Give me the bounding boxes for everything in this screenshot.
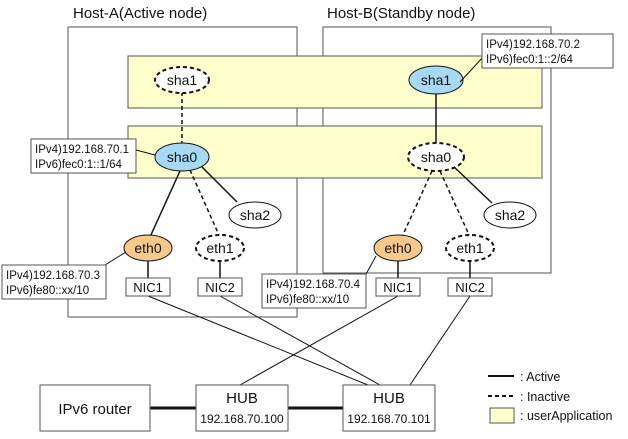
- ipv6-router-box: [39, 384, 151, 432]
- callout-leader-b-eth0: [364, 255, 377, 277]
- a-nic2-label: NIC2: [205, 280, 235, 295]
- callout-b-sha1-ipv4: IPv4)192.168.70.2: [486, 39, 580, 51]
- cable-b-nic2-hub2: [409, 295, 471, 386]
- hub2-label: HUB: [373, 390, 405, 407]
- callout-leader-a-sha0: [135, 149, 156, 156]
- hub2-box: [342, 384, 436, 432]
- callout-a-eth0-ipv6: IPv6)fe80::xx/10: [6, 285, 89, 297]
- callout-a-eth0: IPv4)192.168.70.3 IPv6)fe80::xx/10: [1, 264, 107, 300]
- host-b-title: Host-B(Standby node): [327, 5, 475, 22]
- cable-a-nic1-hub2: [147, 295, 369, 386]
- legend: : Active : Inactive : userApplication: [488, 370, 612, 424]
- callout-a-sha0: IPv4)192.168.70.1 IPv6)fec0:1::1/64: [30, 138, 137, 174]
- callout-a-eth0-ipv4: IPv4)192.168.70.3: [6, 270, 100, 282]
- callout-leader-b-sha1: [459, 55, 485, 83]
- b-sha1-node: [408, 65, 464, 95]
- callout-leader-a-eth0: [104, 251, 127, 266]
- callout-b-eth0: IPv4)192.168.70.4 IPv6)fe80::xx/10: [261, 273, 367, 309]
- cable-a-nic2-hub2: [219, 295, 381, 386]
- callout-a-sha0-ipv6: IPv6)fec0:1::1/64: [35, 159, 123, 171]
- callout-b-eth0-ipv6: IPv6)fe80::xx/10: [266, 294, 349, 306]
- legend-userapplication-swatch: [489, 407, 515, 424]
- a-eth0-node: [123, 234, 173, 262]
- line-b-sha0-sha2: [451, 164, 493, 204]
- a-sha1-node: [154, 66, 210, 94]
- line-a-sha0-eth0: [149, 170, 181, 238]
- legend-userapplication-label: : userApplication: [520, 409, 612, 423]
- b-eth0-node: [373, 234, 423, 262]
- host-a-title: Host-A(Active node): [73, 5, 207, 22]
- a-nic1-box: [125, 277, 171, 297]
- a-sha0-label: sha0: [167, 149, 198, 165]
- b-eth1-node: [445, 234, 495, 262]
- b-eth0-label: eth0: [384, 240, 411, 256]
- cable-b-nic1-hub1: [239, 295, 399, 386]
- a-sha1-label: sha1: [167, 72, 198, 88]
- callout-a-sha0-ipv4: IPv4)192.168.70.1: [35, 144, 129, 156]
- b-nic1-label: NIC1: [383, 280, 413, 295]
- hub2-ip: 192.168.70.101: [347, 412, 431, 426]
- legend-active-label: : Active: [520, 370, 560, 384]
- a-eth0-label: eth0: [134, 240, 161, 256]
- hub1-label: HUB: [226, 390, 258, 407]
- line-b-sha0-eth1: [439, 170, 471, 238]
- hub1-box: [195, 384, 289, 432]
- b-nic2-box: [447, 277, 493, 297]
- b-sha1-label: sha1: [421, 72, 452, 88]
- b-nic2-label: NIC2: [455, 280, 485, 295]
- b-eth1-label: eth1: [456, 240, 483, 256]
- legend-inactive-label: : Inactive: [520, 390, 570, 404]
- hub1-ip: 192.168.70.100: [200, 412, 284, 426]
- a-sha2-node: [228, 201, 282, 229]
- a-nic1-label: NIC1: [133, 280, 163, 295]
- b-nic1-box: [375, 277, 421, 297]
- callout-b-sha1-ipv6: IPv6)fec0:1::2/64: [486, 54, 574, 66]
- a-eth1-label: eth1: [206, 240, 233, 256]
- line-b-sha0-eth0: [401, 170, 433, 238]
- ipv6-router-label: IPv6 router: [58, 401, 131, 418]
- b-sha2-node: [483, 201, 537, 229]
- callout-b-eth0-ipv4: IPv4)192.168.70.4: [266, 279, 361, 291]
- callout-b-sha1: IPv4)192.168.70.2 IPv6)fec0:1::2/64: [481, 33, 614, 69]
- line-a-sha0-sha2: [199, 164, 238, 203]
- b-sha2-label: sha2: [495, 207, 526, 223]
- a-sha2-label: sha2: [240, 207, 271, 223]
- b-sha0-label: sha0: [421, 149, 452, 165]
- line-a-sha0-eth1: [189, 169, 220, 236]
- a-eth1-node: [195, 234, 245, 262]
- a-nic2-box: [197, 277, 243, 297]
- b-sha0-node: [407, 142, 465, 172]
- a-sha0-node: [154, 142, 210, 172]
